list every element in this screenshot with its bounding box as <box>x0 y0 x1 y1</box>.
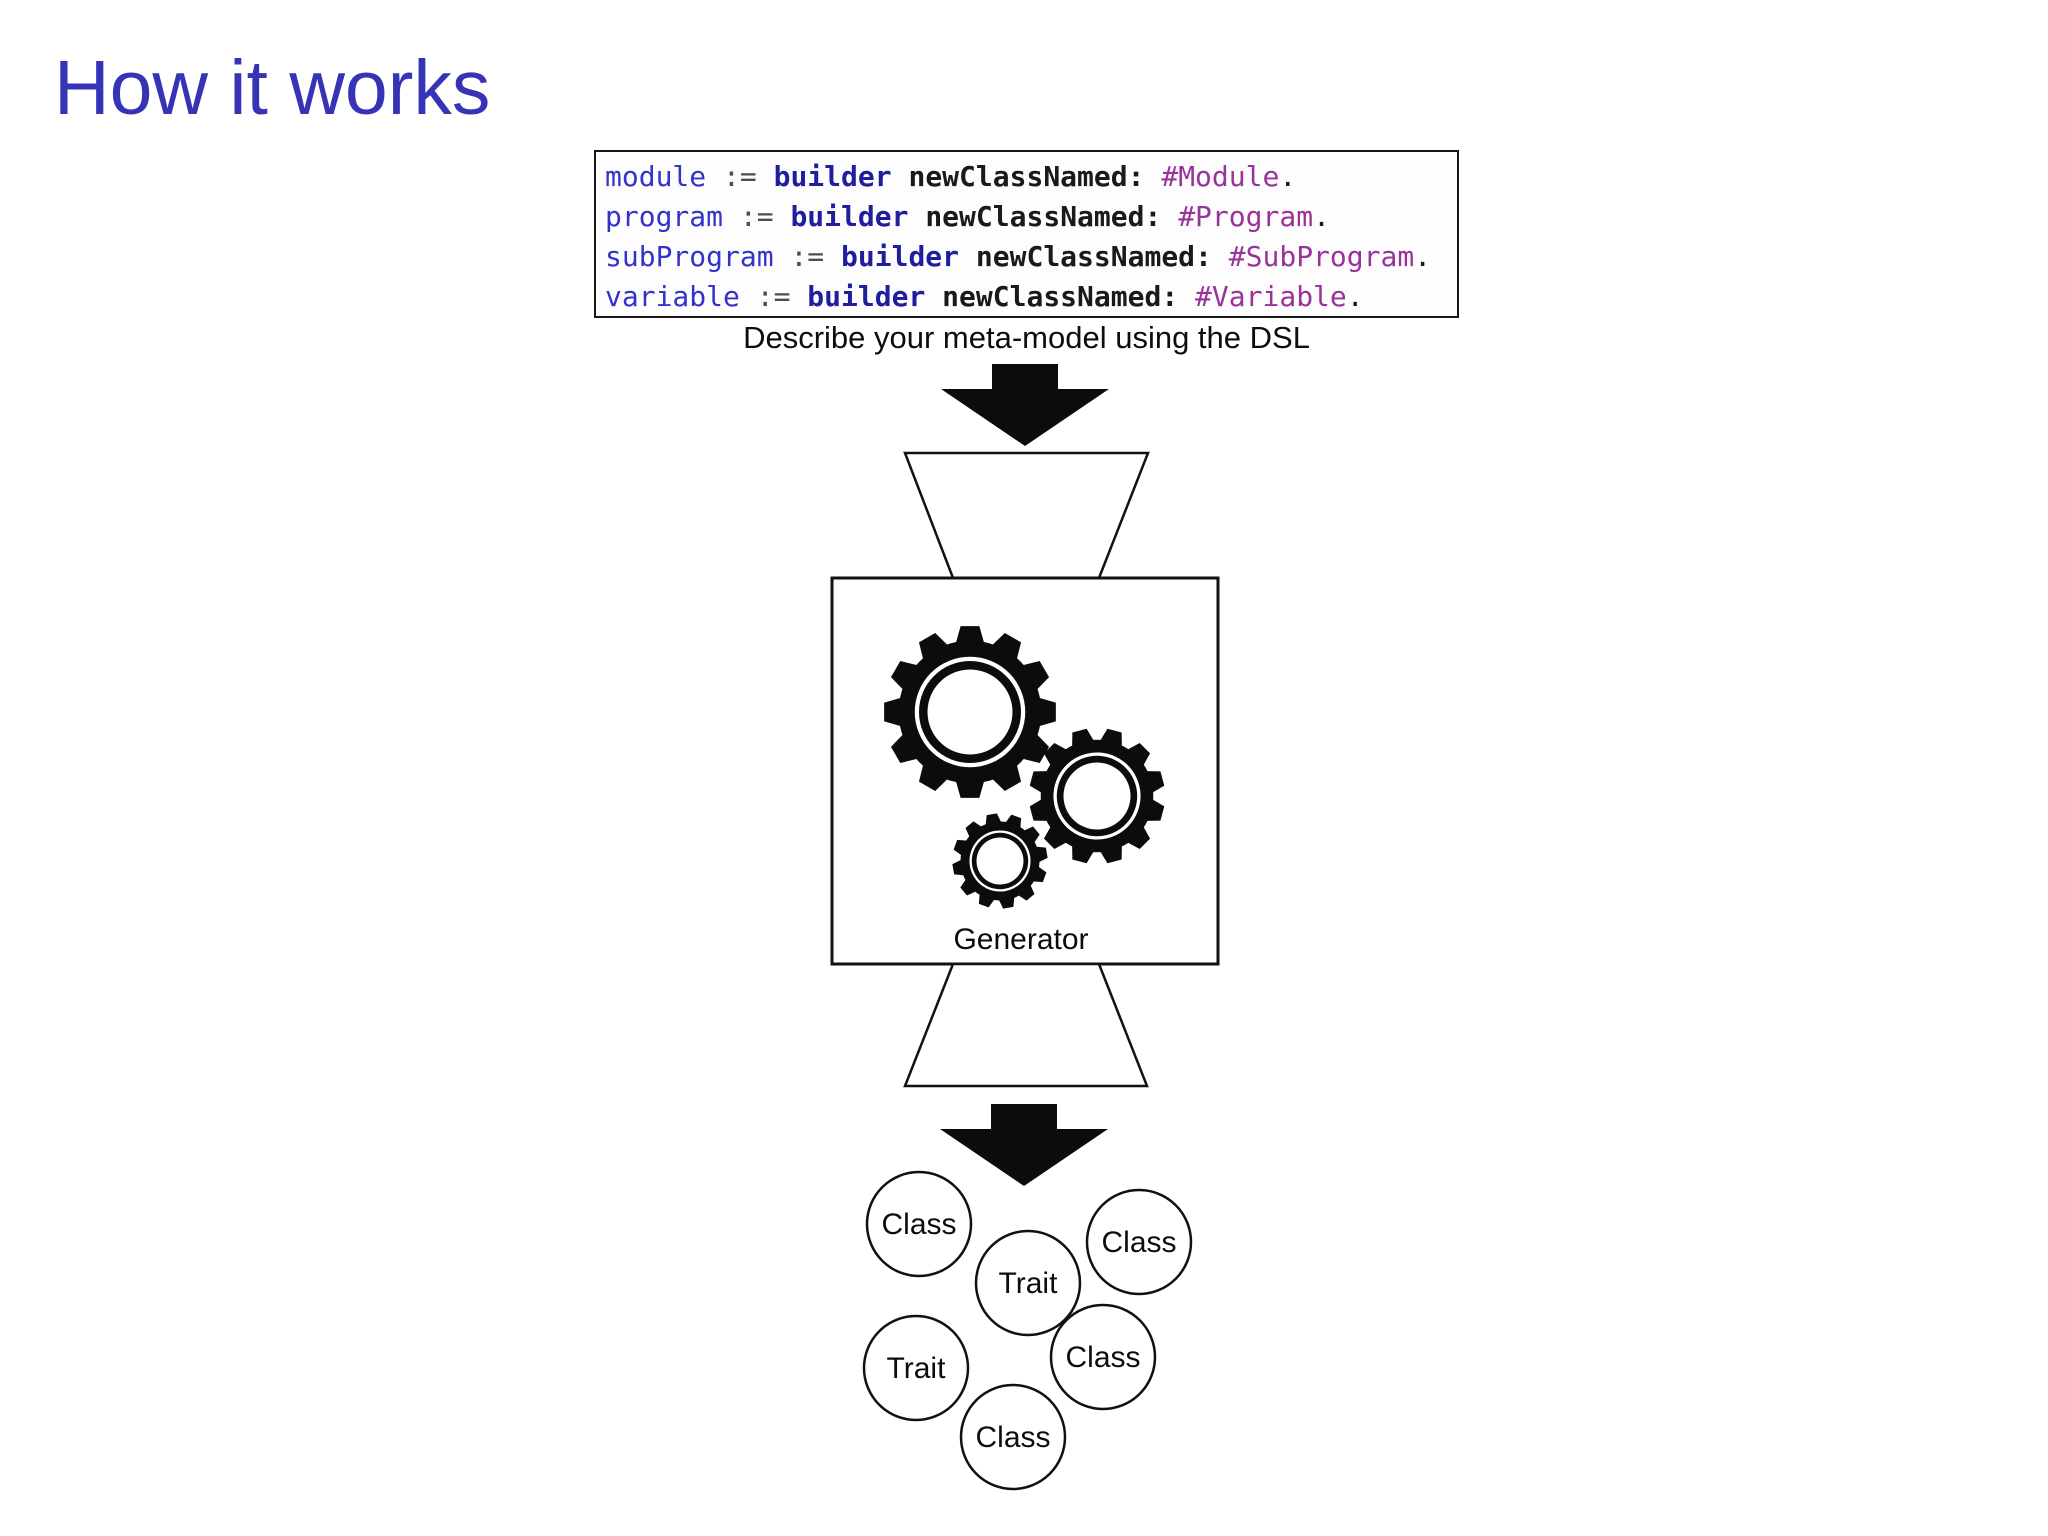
output-circle-shape <box>862 1314 970 1422</box>
code-receiver: subProgram <box>605 240 774 273</box>
input-funnel-shape <box>903 451 1150 580</box>
output-circle-label: Trait <box>999 1267 1059 1300</box>
output-circle-label: Class <box>975 1421 1050 1454</box>
code-receiver: module <box>605 160 707 193</box>
output-circle: Class <box>1085 1188 1193 1296</box>
output-circle: Class <box>1049 1303 1157 1411</box>
output-circle: Class <box>959 1383 1067 1491</box>
output-funnel-shape <box>903 962 1149 1088</box>
code-message: newClassNamed: <box>975 240 1212 273</box>
down-arrow-icon <box>941 364 1109 446</box>
code-message: newClassNamed: <box>942 280 1179 313</box>
output-circle-label: Class <box>1065 1341 1140 1374</box>
code-symbol: #Module <box>1161 160 1280 193</box>
code-keyword: builder <box>807 280 926 313</box>
code-period: . <box>1346 280 1364 313</box>
dsl-code-box: module := builder newClassNamed: #Module… <box>594 150 1459 318</box>
code-line: module := builder newClassNamed: #Module… <box>605 157 1457 197</box>
code-assign-op: := <box>739 200 774 233</box>
code-line: variable := builder newClassNamed: #Vari… <box>605 277 1457 317</box>
output-circle: Class <box>865 1170 973 1278</box>
code-assign-op: := <box>723 160 757 193</box>
code-assign-op: := <box>756 280 791 313</box>
code-message: newClassNamed: <box>925 200 1162 233</box>
code-keyword: builder <box>841 240 960 273</box>
code-line: program := builder newClassNamed: #Progr… <box>605 197 1457 237</box>
code-period: . <box>1279 160 1297 193</box>
code-symbol: #SubProgram <box>1228 240 1415 273</box>
code-line: subProgram := builder newClassNamed: #Su… <box>605 237 1457 277</box>
code-period: . <box>1414 240 1432 273</box>
output-circle: Trait <box>862 1314 970 1422</box>
code-keyword: builder <box>790 200 909 233</box>
down-arrow-icon <box>940 1104 1108 1186</box>
output-circle-shape <box>959 1383 1067 1491</box>
output-circle-shape <box>974 1229 1082 1337</box>
output-circle-shape <box>1085 1188 1193 1296</box>
output-circle-label: Class <box>1101 1226 1176 1259</box>
output-circle-shape <box>865 1170 973 1278</box>
output-circle-label: Trait <box>887 1352 947 1385</box>
page-title: How it works <box>54 45 491 131</box>
code-symbol: #Variable <box>1195 280 1347 313</box>
code-receiver: variable <box>605 280 740 313</box>
code-period: . <box>1313 200 1330 233</box>
generator-label: Generator <box>953 923 1088 956</box>
output-circle-label: Class <box>881 1208 956 1241</box>
output-circle: Trait <box>974 1229 1082 1337</box>
code-receiver: program <box>605 200 724 233</box>
code-message: newClassNamed: <box>908 160 1145 193</box>
code-assign-op: := <box>790 240 825 273</box>
code-keyword: builder <box>773 160 892 193</box>
output-circle-shape <box>1049 1303 1157 1411</box>
code-caption: Describe your meta-model using the DSL <box>743 320 1310 355</box>
generator-box <box>830 576 1220 966</box>
code-symbol: #Program <box>1178 200 1314 233</box>
